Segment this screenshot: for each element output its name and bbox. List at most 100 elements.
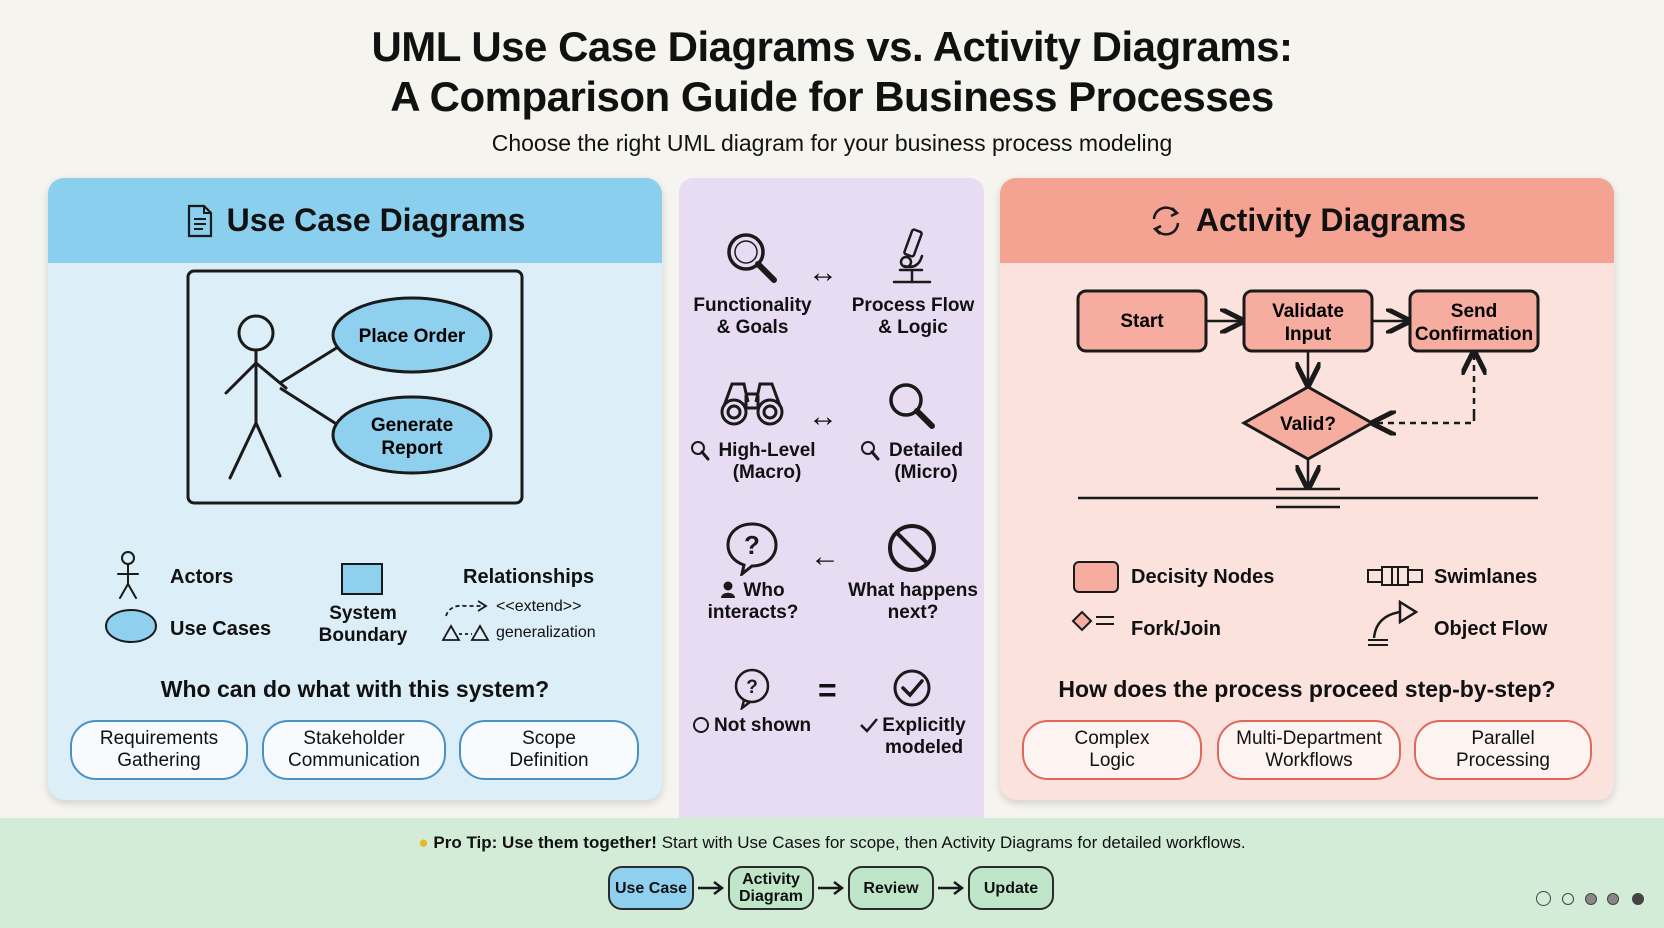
- page-dot-4[interactable]: [1607, 893, 1619, 905]
- use-case-place-order: [331, 296, 493, 374]
- legend-actors-label: Actors: [170, 566, 234, 588]
- use-case-legend-icon: [105, 609, 157, 643]
- use-case-report-label-2: Report: [381, 438, 443, 459]
- prohibited-icon: [888, 524, 936, 572]
- use-case-panel: Use Case Diagrams Place Order Generate R…: [48, 178, 662, 800]
- connector-row-1: ↔: [808, 256, 838, 289]
- magnifier-icon: [727, 233, 777, 283]
- activity-panel: Activity Diagrams Start Validate Input S…: [1000, 178, 1614, 800]
- chip-line: Gathering: [117, 750, 201, 771]
- chip-line: Requirements: [99, 728, 219, 749]
- mid-row3-right-line2: next?: [887, 602, 939, 623]
- chip-line: Workflows: [1265, 750, 1353, 771]
- use-case-title: Use Case Diagrams: [226, 202, 526, 238]
- flow-step-line: Review: [863, 879, 919, 897]
- flow-arrow-icon: [818, 881, 845, 895]
- flow-step-update: Update: [968, 866, 1054, 910]
- legend-object-flow-label: Object Flow: [1434, 618, 1548, 640]
- small-person-icon: [721, 581, 735, 598]
- page-dot-3[interactable]: [1585, 893, 1597, 905]
- activity-node-legend-icon: [1073, 561, 1119, 593]
- cycle-arrows-icon: [1152, 205, 1180, 236]
- mid-row1-right-line1: Process Flow: [851, 295, 975, 316]
- node-start-label: Start: [1120, 311, 1164, 332]
- association-line-1: [279, 345, 339, 385]
- check-circle-icon: [893, 669, 931, 707]
- legend-boundary-label: System Boundary: [288, 603, 438, 647]
- use-case-diagram: Place Order Generate Report: [186, 269, 524, 505]
- pro-tip-bold: Pro Tip: Use them together!: [433, 833, 657, 852]
- mid-row2-left: High-Level (Macro): [712, 440, 822, 484]
- svg-text:?: ?: [744, 530, 760, 560]
- pro-tip-text: Start with Use Cases for scope, then Act…: [656, 833, 1246, 852]
- lightbulb-icon: ●: [418, 833, 429, 852]
- legend-fork-join-label: Fork/Join: [1131, 618, 1222, 640]
- connector-row-4: =: [818, 672, 837, 708]
- system-boundary-box: [186, 269, 524, 505]
- chip-line: Processing: [1456, 750, 1550, 771]
- mid-row1-left: Functionality & Goals: [680, 295, 825, 339]
- activity-title: Activity Diagrams: [1195, 202, 1467, 238]
- flow-step-line: Activity: [742, 871, 800, 888]
- use-case-place-order-label: Place Order: [359, 326, 466, 347]
- mid-row4-left-line1: Not shown: [714, 715, 812, 736]
- chip-line: Parallel: [1471, 728, 1535, 749]
- pro-tip: ● Pro Tip: Use them together! Start with…: [0, 833, 1664, 853]
- node-send-label-2: Confirmation: [1415, 324, 1533, 345]
- legend-use-cases-label: Use Cases: [170, 618, 272, 640]
- mid-row3-left: Who interacts?: [690, 580, 816, 624]
- actor-stick-figure: [224, 314, 288, 480]
- activity-question: How does the process proceed step-by-ste…: [1058, 676, 1556, 702]
- node-send-label-1: Send: [1451, 301, 1497, 322]
- mid-row3-right-line1: What happens: [848, 580, 978, 601]
- connector-row-3: ←: [810, 540, 840, 573]
- activity-diagram: Start Validate Input Send Confirmation V…: [1076, 289, 1540, 509]
- footer-band: [0, 818, 1664, 928]
- chip-line: Scope: [522, 728, 576, 749]
- node-validate-label-1: Validate: [1272, 301, 1344, 322]
- svg-text:?: ?: [746, 677, 758, 698]
- mid-row2-right: Detailed (Micro): [876, 440, 976, 484]
- activity-header: Activity Diagrams: [1000, 178, 1614, 263]
- mid-row2-left-line1: High-Level: [718, 440, 816, 461]
- actor-legend-icon: [117, 551, 139, 599]
- chip-line: Complex: [1074, 728, 1150, 749]
- small-magnifier-icon-2: [861, 441, 880, 461]
- mid-row2-right-line1: Detailed: [889, 440, 963, 461]
- page-dot-2[interactable]: [1562, 893, 1574, 905]
- object-flow-icon: [1368, 600, 1419, 646]
- flow-step-line: Diagram: [738, 888, 804, 905]
- chip-line: Communication: [288, 750, 420, 771]
- mid-row1-left-line1: Functionality: [693, 295, 812, 316]
- system-boundary-legend-icon: [341, 563, 383, 595]
- flow-arrow-icon: [938, 881, 965, 895]
- flow-step-use-case: Use Case: [608, 866, 694, 910]
- mid-row1-right: Process Flow & Logic: [838, 295, 988, 339]
- use-case-question: Who can do what with this system?: [160, 676, 550, 702]
- mid-row2-left-line2: (Macro): [732, 462, 802, 483]
- question-bubble-icon-2: ?: [734, 668, 770, 710]
- mid-row3-left-line2: interacts?: [707, 602, 799, 623]
- legend-generalization-label: generalization: [496, 624, 596, 641]
- decision-label: Valid?: [1280, 414, 1336, 435]
- flow-step-line: Use Case: [614, 879, 688, 897]
- fork-join-icon: [1071, 610, 1114, 632]
- page-dot-1[interactable]: [1536, 891, 1551, 906]
- legend-relationships-label: Relationships: [463, 566, 595, 588]
- small-magnifier-icon: [691, 441, 710, 461]
- page-dot-5[interactable]: [1632, 893, 1644, 905]
- mid-row4-right-line2: modeled: [884, 737, 964, 758]
- node-validate-label-2: Input: [1285, 324, 1332, 345]
- association-line-2: [279, 386, 339, 427]
- legend-boundary-line-1: System: [329, 603, 397, 624]
- mid-row4-right: Explicitly modeled: [864, 715, 984, 759]
- document-icon: [187, 204, 212, 237]
- page-subtitle: Choose the right UML diagram for your bu…: [491, 130, 1173, 156]
- swimlane-icon: [1367, 566, 1423, 586]
- title-line-2: A Comparison Guide for Business Processe…: [390, 73, 1274, 120]
